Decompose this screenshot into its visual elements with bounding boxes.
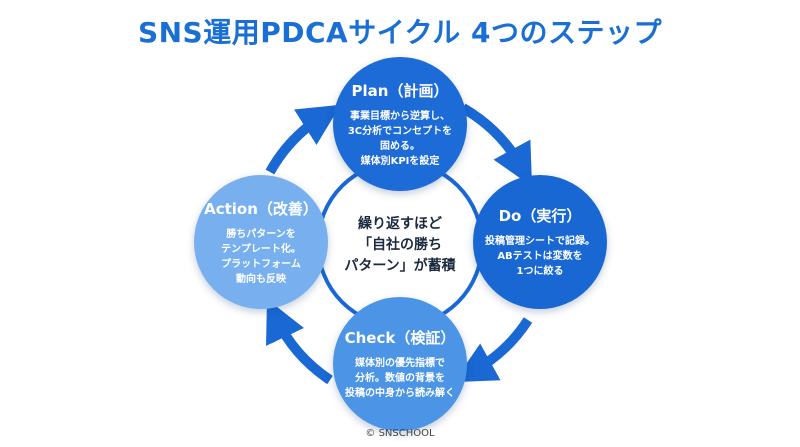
do-circle: Do（実行） 投稿管理シートで記録。 ABテストは変数を 1つに絞る [473,175,607,309]
action-description: 勝ちパターンを テンプレート化。 プラットフォーム 動向も反映 [221,228,301,285]
do-description: 投稿管理シートで記録。 ABテストは変数を 1つに絞る [485,236,595,277]
arrow-plan-to-do [460,103,533,187]
action-heading: Action（改善） [204,199,318,218]
center-message: 繰り返すほど 「自社の勝ち パターン」が蓄積 [344,216,456,274]
plan-heading: Plan（計画） [351,81,449,100]
check-circle: Check（検証） 媒体別の優先指標で 分析。数値の背景を 投稿の中身から読み解… [333,297,467,431]
page-title: SNS運用PDCAサイクル 4つのステップ [137,16,663,49]
copyright-notice: © SNSCHOOL [365,428,435,439]
arrow-check-to-action [266,299,333,385]
plan-circle: Plan（計画） 事業目標から逆算し、 3C分析でコンセプトを 固める。 媒体別… [333,57,467,191]
action-circle: Action（改善） 勝ちパターンを テンプレート化。 プラットフォーム 動向も… [194,175,328,309]
plan-description: 事業目標から逆算し、 3C分析でコンセプトを 固める。 媒体別KPIを設定 [347,110,453,167]
check-heading: Check（検証） [344,329,456,347]
check-description: 媒体別の優先指標で 分析。数値の背景を 投稿の中身から読み解く [345,358,455,399]
arrow-action-to-plan [265,104,341,175]
do-heading: Do（実行） [498,207,582,225]
arrow-do-to-check [453,317,533,383]
